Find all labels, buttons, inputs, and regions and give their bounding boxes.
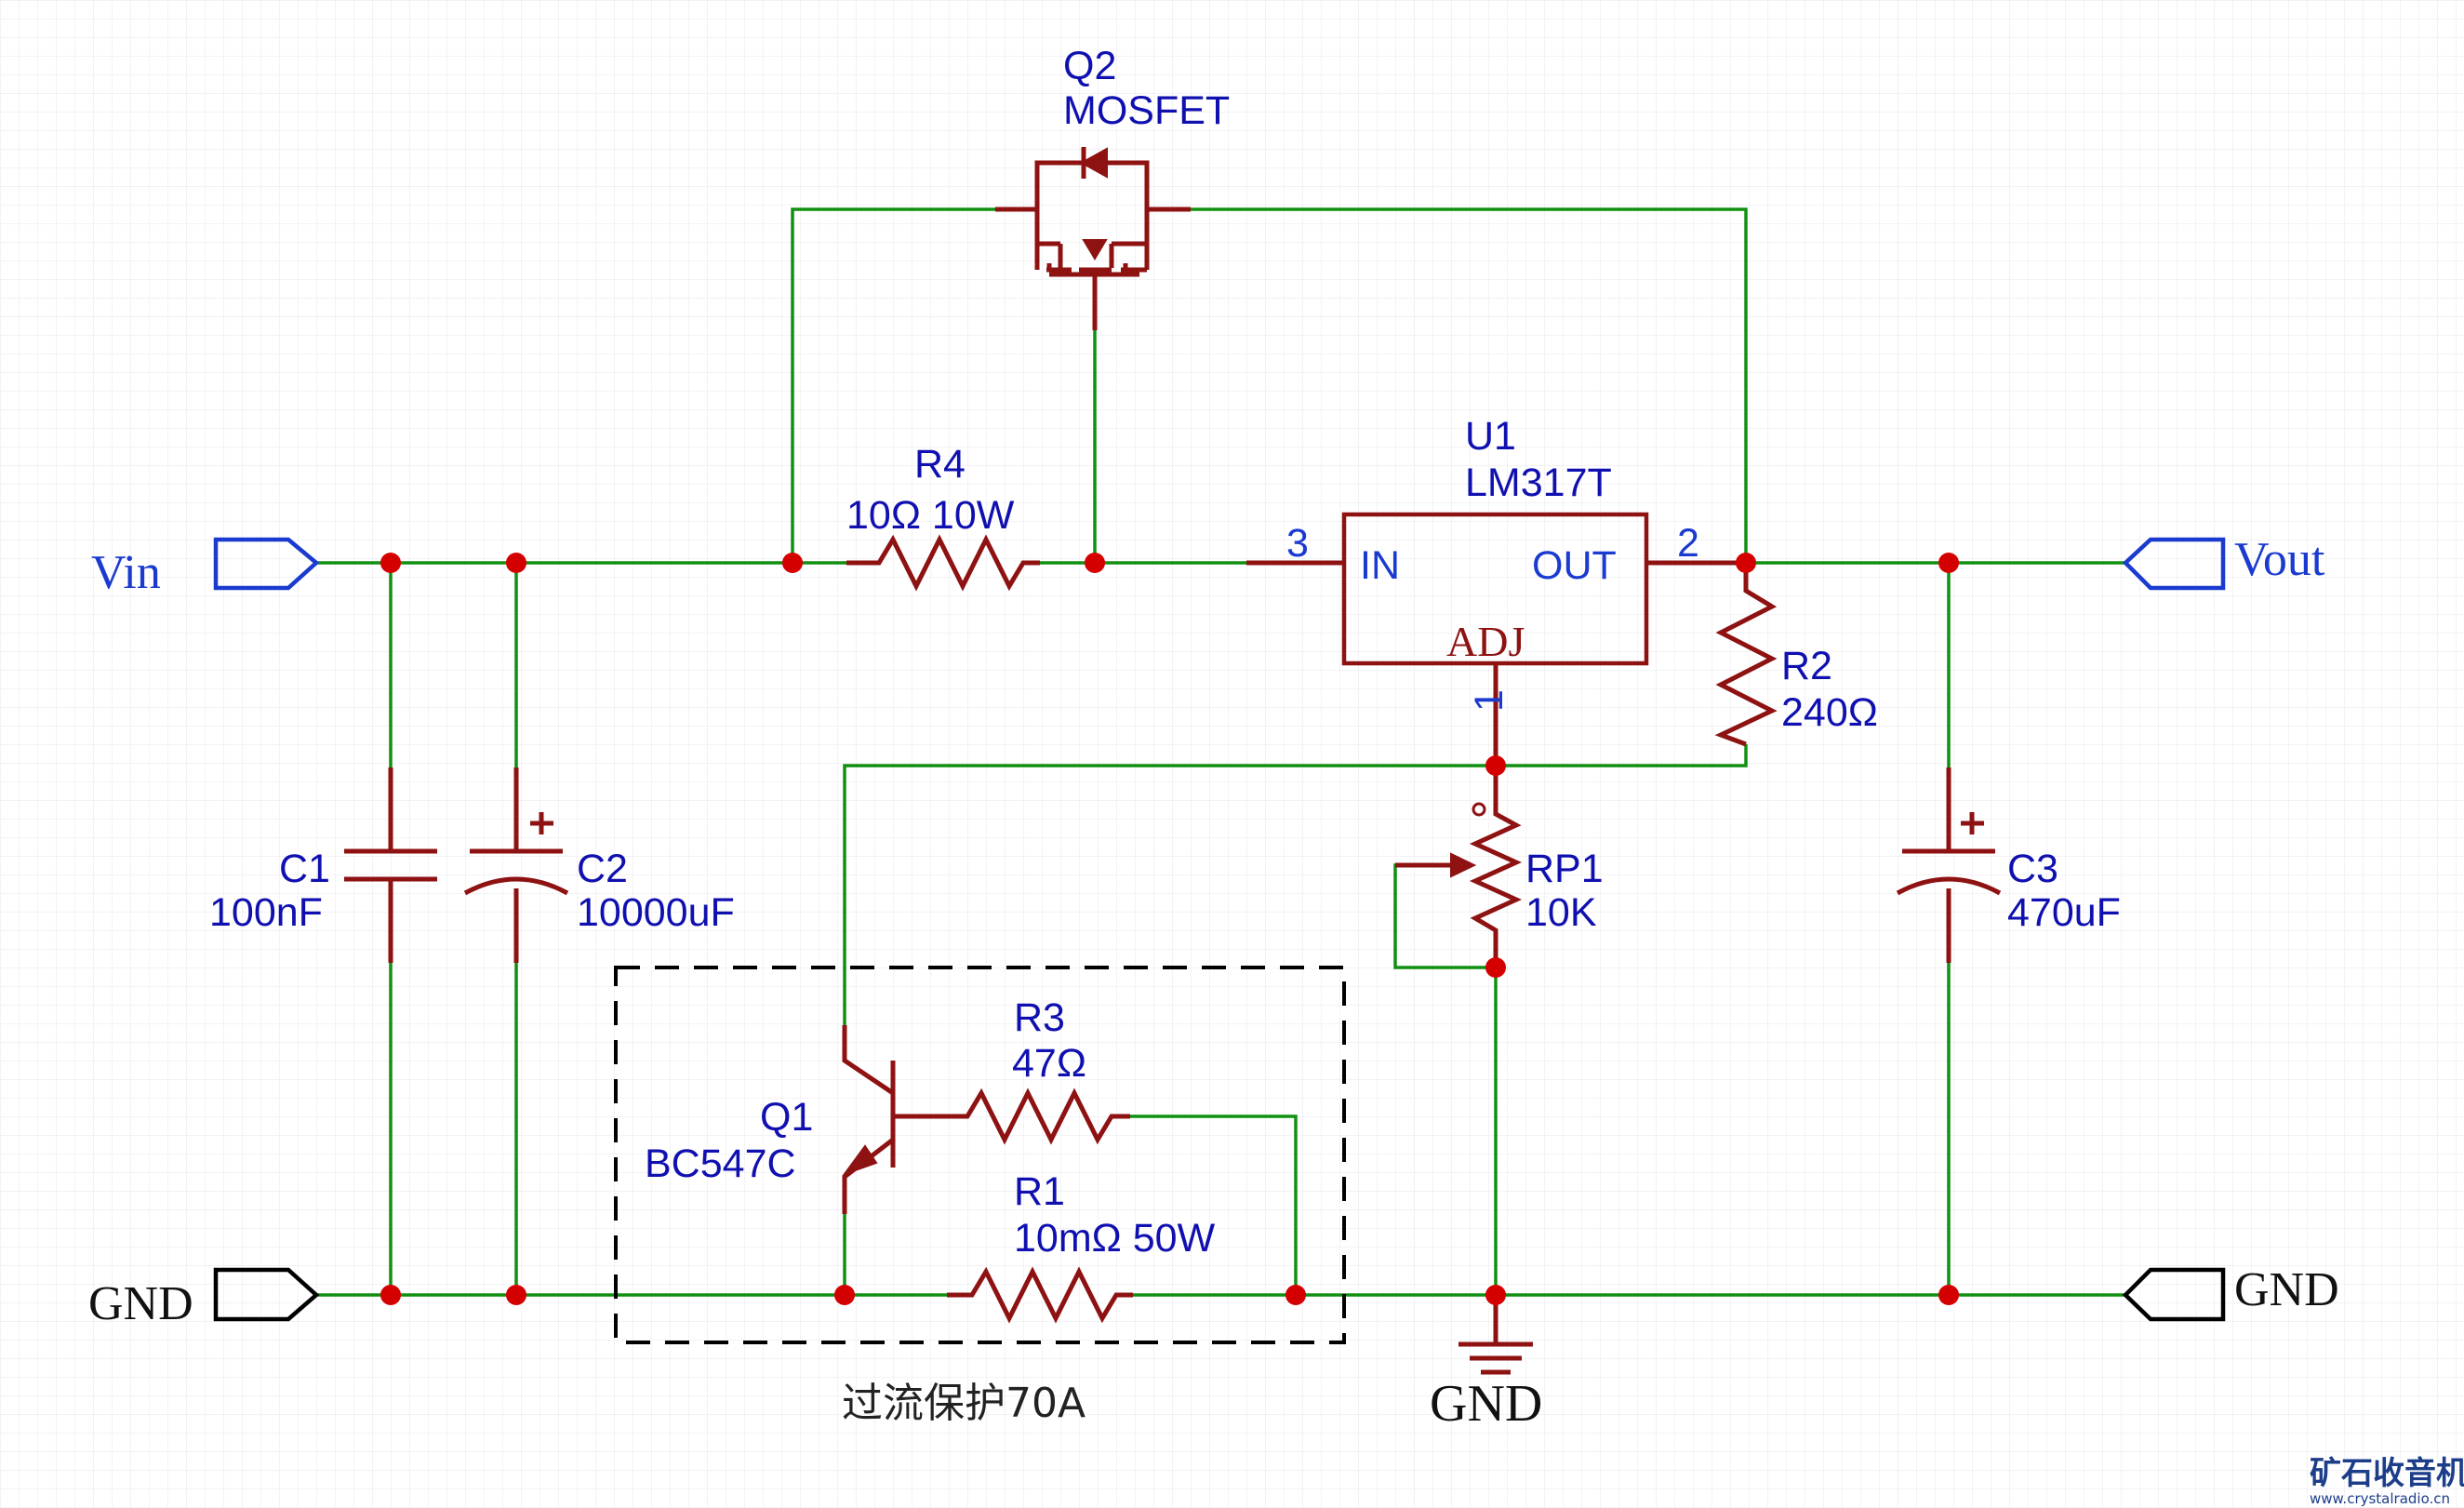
protection-label: 过流保护70A [842, 1380, 1085, 1427]
u1-ref: U1 [1465, 414, 1516, 459]
port-gnd-right-label: GND [2234, 1263, 2339, 1316]
u1-pin-num-out: 2 [1677, 521, 1699, 566]
junction [1736, 553, 1756, 573]
c2-value: 10000uF [577, 890, 735, 935]
junction [782, 553, 803, 573]
r3-ref: R3 [1014, 995, 1065, 1040]
ic-u1 [1246, 512, 1746, 766]
potentiometer-rp1 [1395, 766, 1523, 968]
transistor-q1 [842, 1025, 921, 1214]
u1-value: LM317T [1465, 460, 1612, 505]
watermark-url: www.crystalradio.cn [2310, 1490, 2450, 1507]
port-vin [213, 537, 320, 591]
gnd-symbol-label: GND [1430, 1375, 1542, 1433]
q1-ref: Q1 [760, 1095, 813, 1140]
u1-pin-out: OUT [1532, 543, 1617, 588]
capacitor-c1 [344, 767, 437, 963]
junction [1485, 755, 1506, 776]
u1-pin-adj: ADJ [1446, 618, 1525, 665]
c3-value: 470uF [2007, 890, 2121, 935]
wire-vin-to-mosfet [791, 207, 995, 563]
port-vout-label: Vout [2234, 533, 2325, 586]
r4-ref: R4 [914, 442, 966, 487]
r2-ref: R2 [1781, 644, 1832, 688]
capacitor-c2 [463, 767, 569, 963]
port-gnd-left-label: GND [88, 1277, 193, 1330]
junction [506, 1285, 526, 1305]
port-vin-label: Vin [91, 546, 161, 599]
junction [1938, 1285, 1959, 1305]
u1-pin-num-in: 3 [1286, 521, 1309, 566]
c1-ref: C1 [279, 847, 330, 891]
q2-ref: Q2 [1063, 44, 1116, 88]
r1-ref: R1 [1014, 1169, 1065, 1214]
resistor-r2 [1714, 563, 1778, 747]
rp1-value: 10K [1525, 890, 1597, 935]
junction [834, 1285, 855, 1305]
wire-mosfet-to-vout [1191, 207, 1748, 563]
mosfet-q2 [995, 147, 1191, 330]
junction [1485, 1285, 1506, 1305]
wire-r3-right [1130, 1114, 1298, 1295]
port-gnd-right [2122, 1267, 2226, 1322]
junctions [380, 553, 1959, 1305]
q1-value: BC547C [645, 1141, 796, 1186]
c1-value: 100nF [209, 890, 323, 935]
c2-ref: C2 [577, 847, 628, 891]
junction [506, 553, 526, 573]
wire-adj-node [843, 744, 1748, 1025]
r4-value: 10Ω 10W [846, 493, 1015, 538]
port-vout [2122, 537, 2226, 591]
r1-value: 10mΩ 50W [1014, 1216, 1216, 1261]
junction [380, 1285, 401, 1305]
q2-value: MOSFET [1063, 88, 1230, 133]
ground-symbol [1458, 1295, 1533, 1375]
resistor-r1 [947, 1266, 1133, 1324]
junction [1938, 553, 1959, 573]
junction [1285, 1285, 1306, 1305]
resistor-r3 [893, 1088, 1130, 1145]
resistor-r4 [846, 534, 1040, 592]
u1-pin-num-adj: 1 [1467, 689, 1512, 712]
capacitor-c3 [1896, 767, 2002, 963]
r2-value: 240Ω [1781, 690, 1878, 735]
watermark-brand: 矿石收音机 [2310, 1455, 2464, 1492]
junction [1485, 957, 1506, 978]
protection-box [614, 966, 1346, 1344]
junction [380, 553, 401, 573]
junction [1085, 553, 1105, 573]
u1-pin-in: IN [1360, 543, 1400, 588]
port-gnd-left [213, 1267, 320, 1322]
r3-value: 47Ω [1012, 1041, 1086, 1086]
rp1-ref: RP1 [1525, 847, 1604, 891]
c3-ref: C3 [2007, 847, 2058, 891]
